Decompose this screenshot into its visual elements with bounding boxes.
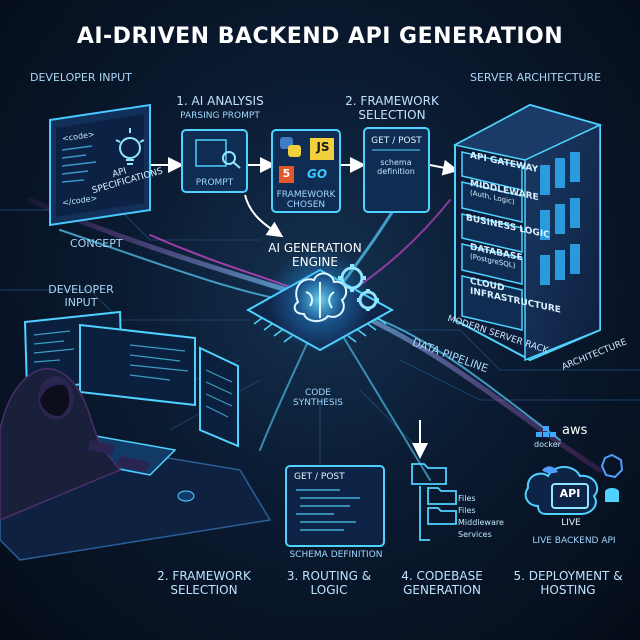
routing-caption: SCHEMA DEFINITION <box>289 550 383 560</box>
bird-icon <box>542 466 558 474</box>
engine-label: AI GENERATION ENGINE <box>268 241 362 269</box>
kubernetes-icon <box>600 453 624 479</box>
cloud-api <box>524 466 599 515</box>
prompt-box-label: PROMPT <box>195 178 234 188</box>
bottom-step-5: 5. DEPLOYMENT & HOSTING <box>513 569 623 597</box>
js-icon <box>310 138 334 160</box>
bottom-step-3: 3. ROUTING & LOGIC <box>286 569 372 597</box>
page-title: AI-DRIVEN BACKEND API GENERATION <box>76 24 564 49</box>
aws-label: aws <box>562 423 588 438</box>
docker-icon <box>536 426 556 437</box>
gear-icon <box>338 264 379 311</box>
live-label: LIVE <box>561 518 581 528</box>
lightbulb-icon <box>115 128 145 165</box>
routing-panel <box>285 465 385 547</box>
schema-method: GET / POST <box>371 136 422 146</box>
html5-logo-text: 5 <box>282 167 291 180</box>
brain-icon <box>293 272 348 322</box>
ai-engine-chip <box>245 248 395 352</box>
file-item-3: Middleware <box>458 518 504 527</box>
schema-text: schema definition <box>377 158 415 177</box>
docker-label: docker <box>534 440 561 449</box>
framework-box <box>271 129 341 213</box>
file-item-4: Services <box>458 530 492 539</box>
step2-title: 2. FRAMEWORK SELECTION <box>345 94 439 122</box>
developer-figure <box>0 367 150 521</box>
live-backend-caption: LIVE BACKEND API <box>532 536 616 546</box>
developer-input-mid-label: DEVELOPER INPUT <box>48 283 114 309</box>
html5-icon <box>279 166 294 183</box>
magnifier-icon <box>222 151 241 169</box>
routing-method: GET / POST <box>294 472 345 482</box>
code-synthesis-label: CODE SYNTHESIS <box>293 388 343 409</box>
go-logo-text: GO <box>306 167 328 181</box>
concept-caption: CONCEPT <box>70 237 123 250</box>
folder-icon <box>411 463 457 541</box>
developer-input-label: DEVELOPER INPUT <box>30 71 132 84</box>
server-rack <box>452 103 603 362</box>
schema-panel <box>363 127 430 213</box>
framework-box-label: FRAMEWORK CHOSEN <box>276 190 336 211</box>
bottom-step-2: 2. FRAMEWORK SELECTION <box>157 569 251 597</box>
file-item-1: Files <box>458 494 476 503</box>
python-icon <box>280 137 301 157</box>
js-logo-text: JS <box>316 140 330 154</box>
prompt-box <box>181 129 248 193</box>
step1-subtitle: PARSING PROMPT <box>180 111 260 121</box>
go-icon <box>300 167 334 182</box>
step1-title: 1. AI ANALYSIS <box>176 94 264 108</box>
server-title: SERVER ARCHITECTURE <box>470 71 602 84</box>
flow-arrows <box>150 157 459 459</box>
db-icon <box>605 488 619 502</box>
bottom-step-4: 4. CODEBASE GENERATION <box>401 569 483 597</box>
api-label: API <box>559 487 581 500</box>
file-item-2: Files <box>458 506 476 515</box>
concept-screen <box>49 103 151 227</box>
